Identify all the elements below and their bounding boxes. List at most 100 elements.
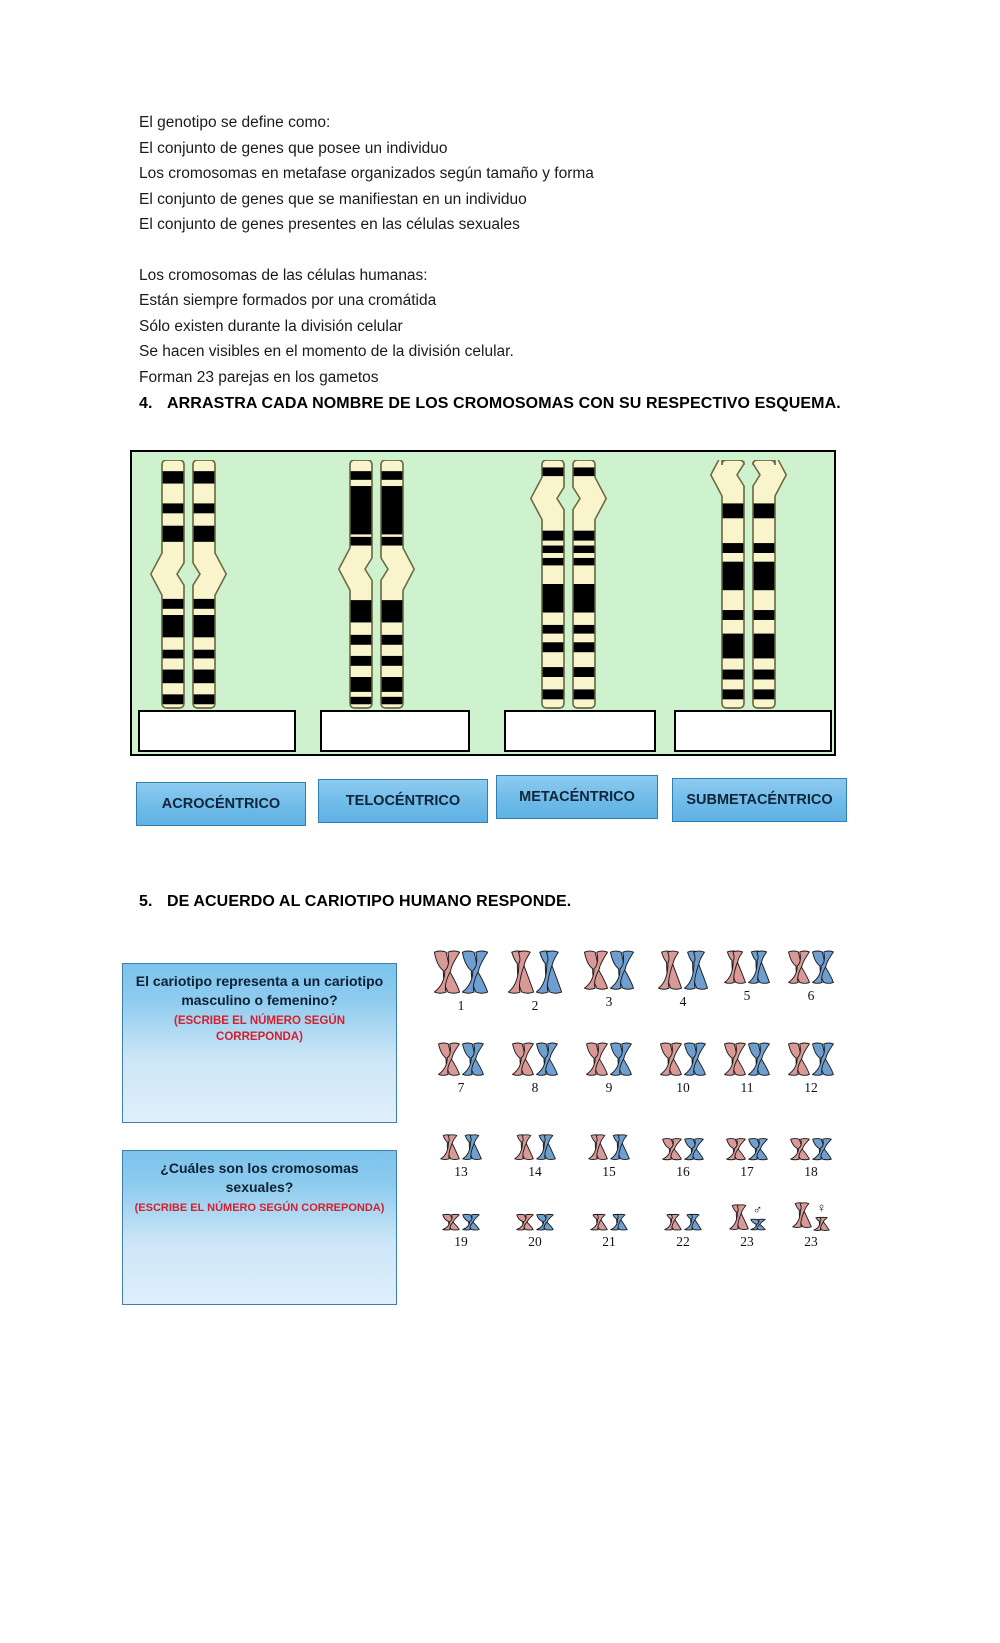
karyotype-chromatid-right — [684, 1212, 702, 1234]
karyotype-chromatid-right — [610, 1212, 628, 1234]
karyotype-pair-label: 19 — [454, 1234, 468, 1249]
karyotype-chromatid-left — [438, 1040, 460, 1080]
karyotype-chromatid-left — [442, 1212, 460, 1234]
intro-line: El conjunto de genes presentes en las cé… — [139, 216, 520, 233]
chromosome-answer-box-1[interactable] — [138, 710, 296, 752]
karyotype-pair-label: 1 — [457, 998, 465, 1013]
chromosome-answer-box-2[interactable] — [320, 710, 470, 752]
karyotype-pair-label: 20 — [528, 1234, 542, 1249]
karyotype-diagram: 1 2 3 4 5 — [412, 946, 842, 1296]
question-4-title: ARRASTRA CADA NOMBRE DE LOS CROMOSOMAS C… — [167, 395, 841, 412]
karyotype-chromatid-left — [660, 1040, 682, 1080]
karyotype-pair-label: 2 — [531, 998, 539, 1013]
karyotype-pair-label: 5 — [743, 988, 751, 1003]
karyotype-chromatid-right — [610, 948, 634, 994]
chromosome-answer-box-3[interactable] — [504, 710, 656, 752]
karyotype-pair-16: 16 — [648, 1124, 718, 1180]
karyotype-chromatid-right — [812, 1040, 834, 1080]
karyotype-pair-3: 3 — [574, 946, 644, 1010]
intro-line: El genotipo se define como: — [139, 114, 331, 131]
karyotype-pair-2: 2 — [500, 946, 570, 1014]
karyotype-question-box-1[interactable]: El cariotipo representa a un cariotipo m… — [122, 963, 397, 1123]
karyotype-pair-15: 15 — [574, 1124, 644, 1180]
drag-label-2-text: TELOCÉNTRICO — [345, 793, 461, 809]
drag-label-acrocéntrico[interactable]: ACROCÉNTRICO — [136, 782, 306, 826]
karyotype-chromosome-x — [728, 1202, 749, 1234]
karyotype-pair-label: 11 — [740, 1080, 754, 1095]
karyotype-pair-20: 20 — [500, 1194, 570, 1250]
karyotype-pair-8: 8 — [500, 1038, 570, 1096]
karyotype-chromatid-left — [586, 1040, 608, 1080]
karyotype-pair-18: 18 — [776, 1124, 846, 1180]
karyotype-pair-label: 18 — [804, 1164, 818, 1179]
question-box-1-text: El cariotipo representa a un cariotipo m… — [135, 973, 384, 1008]
chromosome-diagram-2 — [338, 460, 415, 710]
chromosome-answer-box-4[interactable] — [674, 710, 832, 752]
intro-text-block: El genotipo se define como: El conjunto … — [139, 110, 759, 390]
question-box-2-text: ¿Cuáles son los cromosomas sexuales? — [160, 1160, 359, 1195]
drag-label-4-text: SUBMETACÉNTRICO — [686, 792, 833, 808]
karyotype-chromatid-right — [748, 1136, 768, 1164]
karyotype-pair-22: 22 — [648, 1194, 718, 1250]
karyotype-chromatid-right — [684, 1040, 706, 1080]
question-5-heading: 5. DE ACUERDO AL CARIOTIPO HUMANO RESPOND… — [139, 893, 571, 911]
karyotype-pair-label: 23 — [740, 1234, 754, 1249]
chromosome-diagram-4 — [710, 460, 787, 710]
question-box-2-hint: (ESCRIBE EL NÚMERO SEGÚN CORREPONDA) — [134, 1202, 385, 1214]
chromosome-match-panel — [130, 450, 836, 756]
intro-line: El conjunto de genes que se manifiestan … — [139, 190, 527, 208]
karyotype-chromatid-right — [610, 1132, 630, 1164]
intro-line: Están siempre formados por una cromátida — [139, 292, 437, 309]
karyotype-pair-label: 9 — [605, 1080, 613, 1095]
question-5-title: DE ACUERDO AL CARIOTIPO HUMANO RESPONDE. — [167, 893, 572, 910]
karyotype-pair-label: 15 — [602, 1164, 616, 1179]
karyotype-chromatid-left — [590, 1212, 608, 1234]
karyotype-chromatid-left — [662, 1136, 682, 1164]
intro-line: Sólo existen durante la división celular — [139, 317, 403, 335]
paragraph-gap — [139, 238, 759, 263]
karyotype-chromatid-left — [434, 948, 460, 998]
karyotype-chromatid-left — [788, 1040, 810, 1080]
karyotype-pair-label: 23 — [804, 1234, 818, 1249]
karyotype-pair-5: 5 — [712, 946, 782, 1004]
karyotype-pair-label: 8 — [531, 1080, 539, 1095]
drag-label-submetacéntrico[interactable]: SUBMETACÉNTRICO — [672, 778, 847, 822]
karyotype-pair-label: 7 — [457, 1080, 465, 1095]
karyotype-chromosome-y — [749, 1217, 766, 1234]
intro-line: Se hacen visibles en el momento de la di… — [139, 343, 514, 360]
karyotype-chromatid-left — [514, 1132, 534, 1164]
karyotype-pair-label: 17 — [740, 1164, 754, 1179]
karyotype-pair-12: 12 — [776, 1038, 846, 1096]
drag-label-telocéntrico[interactable]: TELOCÉNTRICO — [318, 779, 488, 823]
karyotype-pair-6: 6 — [776, 946, 846, 1004]
karyotype-pair-7: 7 — [426, 1038, 496, 1096]
chromosome-diagram-1 — [150, 460, 227, 710]
karyotype-pair-label: 3 — [605, 994, 613, 1009]
karyotype-pair-21: 21 — [574, 1194, 644, 1250]
karyotype-chromatid-left — [658, 948, 682, 994]
karyotype-chromatid-right — [536, 1040, 558, 1080]
karyotype-chromatid-left — [664, 1212, 682, 1234]
karyotype-pair-label: 13 — [454, 1164, 468, 1179]
question-5-number: 5. — [139, 893, 153, 910]
karyotype-pair-14: 14 — [500, 1124, 570, 1180]
karyotype-chromosome-x — [792, 1200, 812, 1232]
karyotype-pair-label: 10 — [676, 1080, 690, 1095]
karyotype-chromosome-x — [813, 1215, 830, 1234]
karyotype-chromatid-left — [516, 1212, 534, 1234]
karyotype-pair-label: 16 — [676, 1164, 690, 1179]
drag-label-1-text: ACROCÉNTRICO — [161, 796, 281, 812]
karyotype-pair-11: 11 — [712, 1038, 782, 1096]
karyotype-pair-label: 22 — [676, 1234, 690, 1249]
karyotype-pair-13: 13 — [426, 1124, 496, 1180]
karyotype-chromatid-left — [588, 1132, 608, 1164]
karyotype-pair-label: 6 — [807, 988, 815, 1003]
karyotype-pair-23: ♂ 23 — [712, 1194, 782, 1250]
karyotype-pair-label: 21 — [602, 1234, 616, 1249]
karyotype-pair-1: 1 — [426, 946, 496, 1014]
karyotype-chromatid-right — [536, 948, 562, 998]
drag-label-metacéntrico[interactable]: METACÉNTRICO — [496, 775, 658, 819]
karyotype-question-box-2[interactable]: ¿Cuáles son los cromosomas sexuales? (ES… — [122, 1150, 397, 1305]
karyotype-chromatid-right — [536, 1132, 556, 1164]
intro-line: El conjunto de genes que posee un indivi… — [139, 139, 448, 157]
